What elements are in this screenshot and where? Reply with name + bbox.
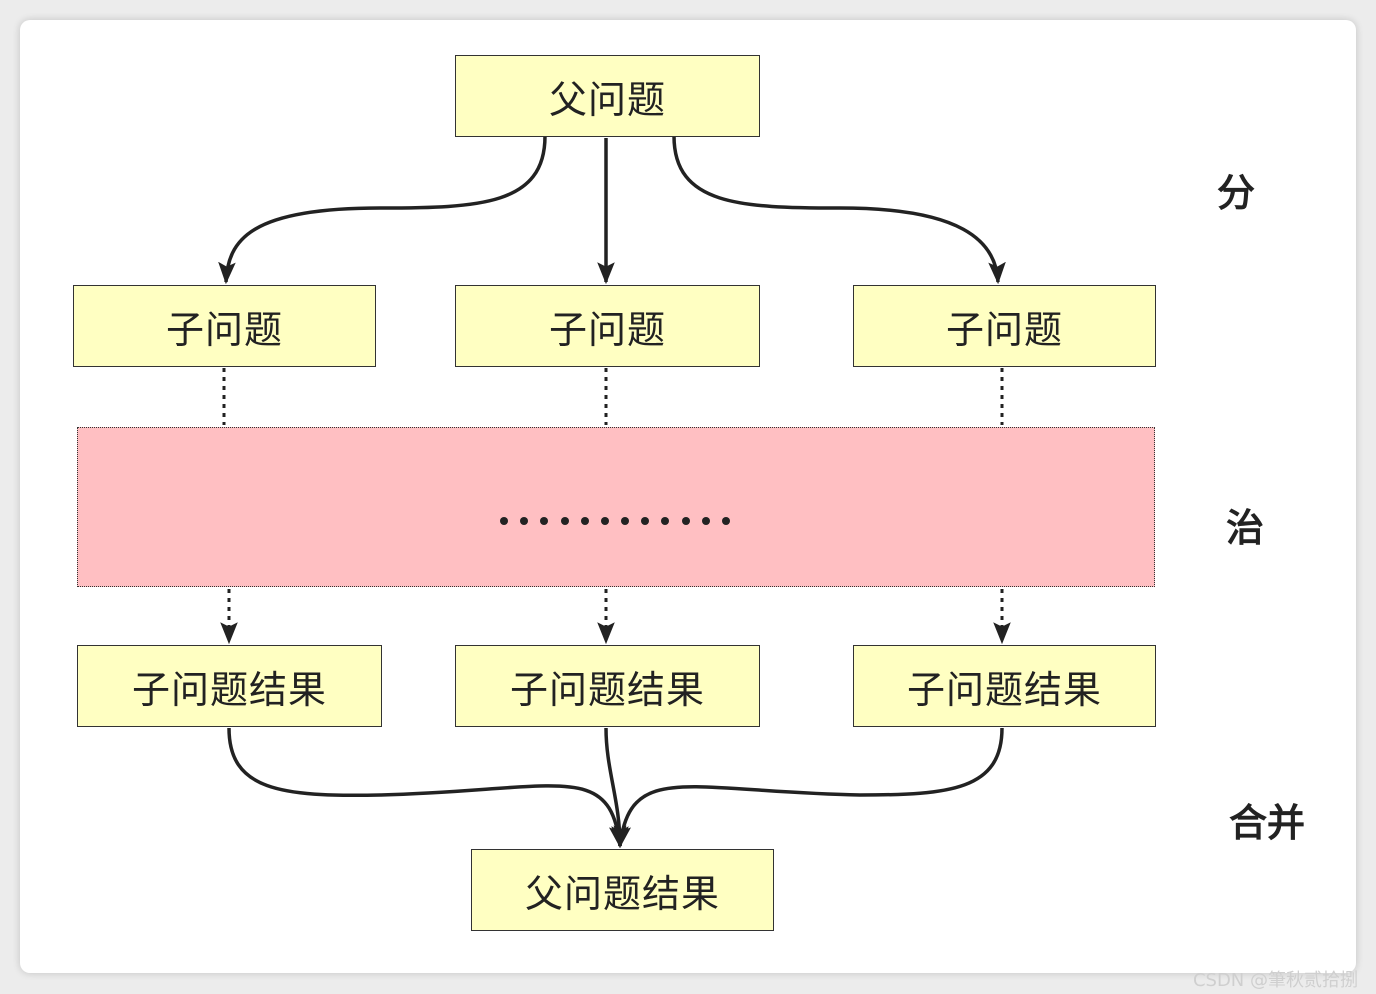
edge-result-merge-right xyxy=(613,727,1004,849)
ellipsis-dot xyxy=(500,517,508,525)
ellipsis-dot xyxy=(580,517,589,525)
ellipsis-dot xyxy=(520,517,529,525)
subproblem-label: 子问题 xyxy=(548,307,666,352)
ellipsis-dot xyxy=(560,517,569,525)
subresult-box: 子问题结果 xyxy=(77,645,382,727)
ellipsis-dot xyxy=(621,517,630,525)
ellipsis-dot xyxy=(681,517,690,525)
phase-combine-label: 合并 xyxy=(1229,801,1306,845)
conquer-region xyxy=(77,427,1155,587)
edge-result-merge-left xyxy=(227,727,627,849)
phase-divide-label: 分 xyxy=(1217,171,1256,215)
parent-problem-label: 父问题 xyxy=(548,77,666,122)
subresult-box: 子问题结果 xyxy=(853,645,1156,727)
parent-problem-box: 父问题 xyxy=(455,55,760,137)
ellipsis-dot xyxy=(600,517,609,525)
edge-result-merge-mid xyxy=(604,727,629,849)
ellipsis-dot xyxy=(701,517,710,525)
subresult-label: 子问题结果 xyxy=(131,667,327,712)
subresult-box: 子问题结果 xyxy=(455,645,760,727)
parent-result-label: 父问题结果 xyxy=(524,871,720,916)
ellipsis-dot xyxy=(721,517,730,525)
subresult-label: 子问题结果 xyxy=(906,667,1102,712)
subproblem-label: 子问题 xyxy=(165,307,283,352)
ellipsis-dot xyxy=(641,517,650,525)
ellipsis-dot xyxy=(540,517,549,525)
subproblem-label: 子问题 xyxy=(945,307,1063,352)
edge-parent-sub-left xyxy=(218,135,547,285)
phase-conquer-label: 治 xyxy=(1226,506,1265,550)
parent-result-box: 父问题结果 xyxy=(471,849,774,931)
subresult-label: 子问题结果 xyxy=(509,667,705,712)
ellipsis-dots xyxy=(500,496,730,546)
edge-parent-sub-right xyxy=(672,135,1006,285)
ellipsis-dot xyxy=(661,517,670,525)
subproblem-box: 子问题 xyxy=(455,285,760,367)
watermark: CSDN @筆秋贰拾捌 xyxy=(1192,970,1358,991)
subproblem-box: 子问题 xyxy=(73,285,376,367)
subproblem-box: 子问题 xyxy=(853,285,1156,367)
